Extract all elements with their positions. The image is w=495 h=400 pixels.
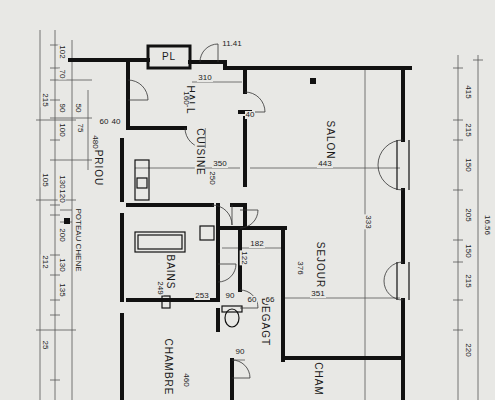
dimension: 460 xyxy=(182,372,190,387)
dimension: 66 xyxy=(265,296,276,304)
dimension: 215 xyxy=(464,273,472,288)
dimension: 376 xyxy=(296,260,304,275)
room-name: CUISINE xyxy=(195,127,205,177)
dimension: 105 xyxy=(41,172,49,187)
dimension: 25 xyxy=(41,340,49,351)
dimension: 150 xyxy=(464,157,472,172)
dimension: 90 xyxy=(58,103,66,114)
dimension: 333 xyxy=(364,214,372,229)
dimension: 90 xyxy=(235,348,246,356)
dimension: 120 xyxy=(58,188,66,203)
dimension: 480 xyxy=(91,134,99,149)
dimension: 70 xyxy=(58,69,66,80)
dimension: 200 xyxy=(58,227,66,242)
dimension: 415 xyxy=(464,84,472,99)
dimension: POTEAU CHENE xyxy=(74,207,82,272)
dimension: 130 xyxy=(58,257,66,272)
dimension: 253 xyxy=(194,292,209,300)
room-name: PL xyxy=(161,52,177,62)
dimension: 16.56 xyxy=(483,214,491,236)
dimension: 40 xyxy=(245,111,256,119)
room-name: PRIOU xyxy=(93,149,103,188)
dimension: 310 xyxy=(197,74,212,82)
dimension: 100 xyxy=(58,122,66,137)
dimension: 182 xyxy=(249,240,264,248)
dimension: 351 xyxy=(310,290,325,298)
room-name: SEJOUR xyxy=(315,241,325,290)
dimension-lines xyxy=(36,30,483,400)
dimension: 50 xyxy=(74,103,82,114)
dimension: 160 xyxy=(182,90,190,105)
dimension: 215 xyxy=(41,92,49,107)
room-name: BAINS xyxy=(165,253,175,290)
room-name: SALON xyxy=(325,120,335,161)
room-name: CHAMBRE xyxy=(163,338,173,397)
dimension: 150 xyxy=(464,243,472,258)
room-name: CHAM xyxy=(313,362,323,397)
dimension: 60 xyxy=(247,296,258,304)
dimension: 75 xyxy=(76,123,84,134)
dimension: 215 xyxy=(464,122,472,137)
dimension: 220 xyxy=(464,342,472,357)
dimension: 122 xyxy=(240,250,248,265)
walls xyxy=(70,60,410,400)
dimension: 212 xyxy=(41,254,49,269)
dimension: 250 xyxy=(208,170,216,185)
dimension: 102 xyxy=(58,44,66,59)
dimension: 443 xyxy=(317,160,332,168)
dimension: 350 xyxy=(212,160,227,168)
dimension: 205 xyxy=(464,207,472,222)
room-name: DEGAGT xyxy=(260,297,270,347)
column-marks xyxy=(64,78,316,224)
door-swings xyxy=(128,44,403,378)
fixtures xyxy=(135,46,409,327)
dimension: 60 xyxy=(99,118,110,126)
dimension: 249 xyxy=(156,280,164,295)
dimension: 135 xyxy=(58,282,66,297)
dimension: 11.41 xyxy=(221,40,242,48)
dimension: 40 xyxy=(111,118,122,126)
dimension: 90 xyxy=(225,292,236,300)
